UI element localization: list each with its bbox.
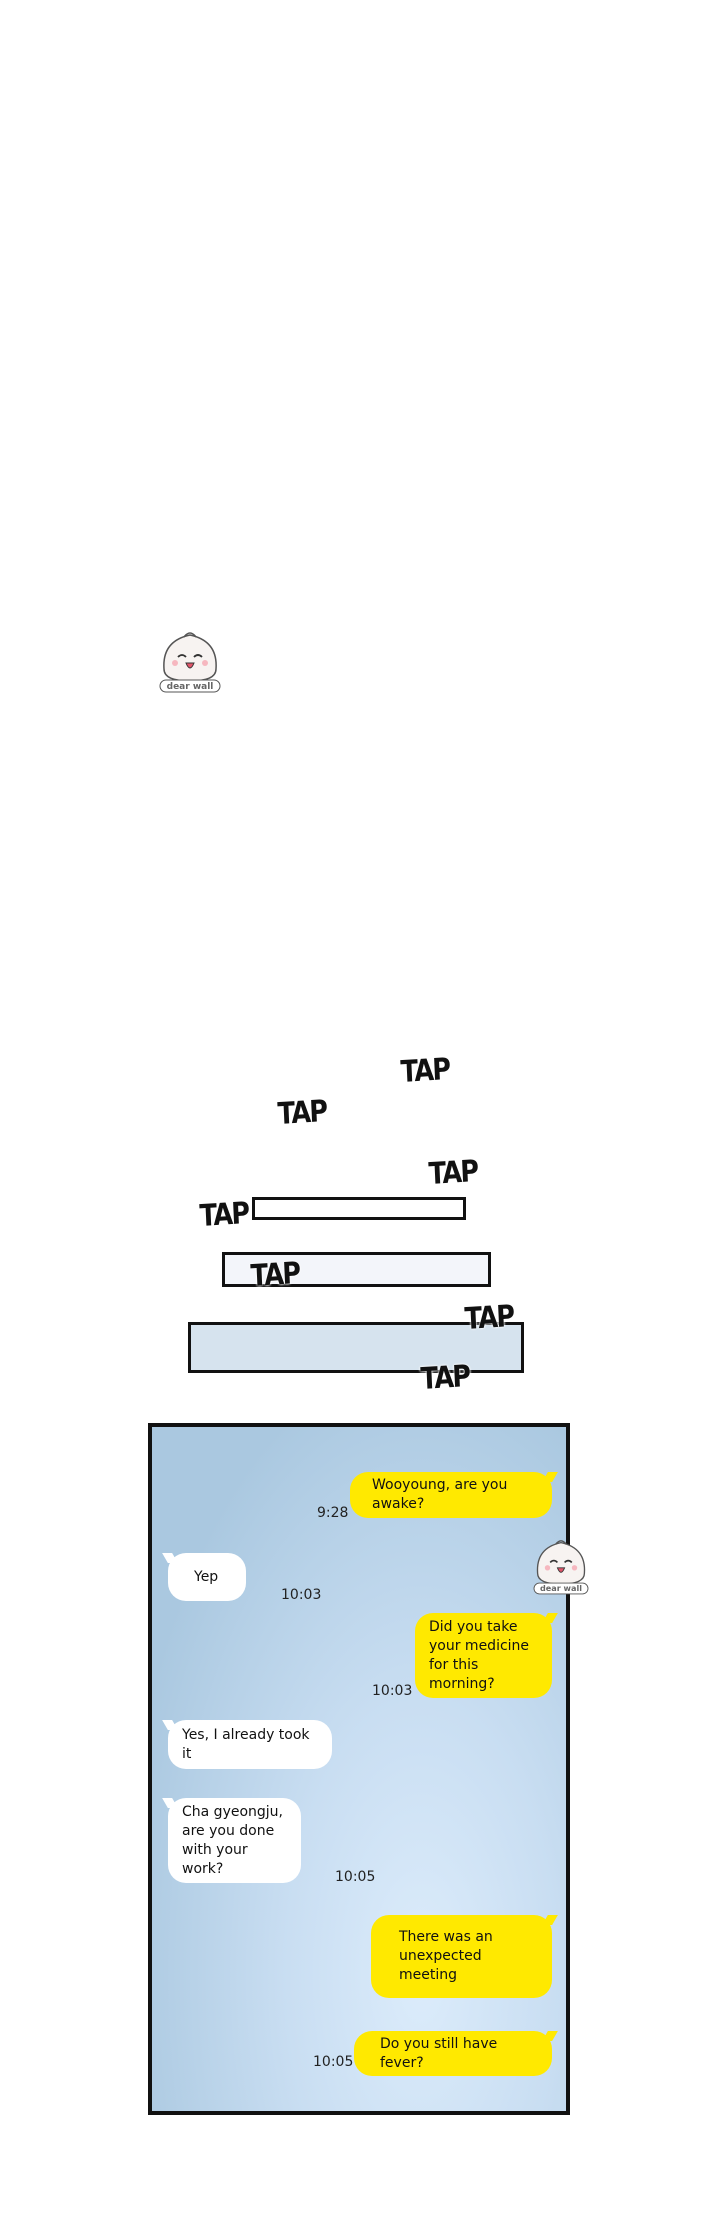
- message-text: Yep: [194, 1568, 219, 1585]
- tap-sound-effect: TAP: [276, 1094, 328, 1132]
- message-bubble-sent: Did you take your medicine for this morn…: [415, 1613, 552, 1698]
- svg-text:dear wall: dear wall: [167, 682, 214, 692]
- bun-mascot-icon: dear wall: [533, 1540, 589, 1595]
- message-text: Cha gyeongju, are you done with your wor…: [182, 1803, 284, 1877]
- message-bubble-received: Yes, I already took it: [168, 1720, 332, 1769]
- chat-panel: Wooyoung, are you awake? 9:28 Yep 10:03 …: [148, 1423, 570, 2115]
- svg-text:dear wall: dear wall: [540, 1583, 582, 1593]
- tap-sound-effect: TAP: [198, 1196, 250, 1234]
- message-time: 10:03: [281, 1587, 322, 1603]
- tap-sound-effect: TAP: [419, 1359, 471, 1397]
- message-time: 10:05: [335, 1869, 376, 1885]
- message-time: 9:28: [317, 1505, 349, 1521]
- tap-sound-effect: TAP: [399, 1052, 451, 1090]
- tap-sound-effect: TAP: [249, 1256, 301, 1294]
- message-bubble-received: Yep: [168, 1553, 246, 1601]
- message-text: Yes, I already took it: [182, 1726, 310, 1762]
- message-bubble-sent: There was an unexpected meeting: [371, 1915, 552, 1998]
- typing-bar-small: [252, 1197, 466, 1220]
- message-bubble-sent: Wooyoung, are you awake?: [350, 1472, 552, 1518]
- message-text: Do you still have fever?: [380, 2035, 498, 2071]
- message-text: There was an unexpected meeting: [399, 1929, 493, 1983]
- tap-sound-effect: TAP: [463, 1299, 515, 1337]
- message-time: 10:05: [313, 2054, 354, 2070]
- typing-bar-large: [188, 1322, 524, 1373]
- typing-bar-medium: [222, 1252, 491, 1287]
- message-bubble-sent: Do you still have fever?: [354, 2031, 552, 2076]
- bun-mascot-icon: dear wall: [159, 632, 221, 693]
- tap-sound-effect: TAP: [427, 1154, 479, 1192]
- message-bubble-received: Cha gyeongju, are you done with your wor…: [168, 1798, 301, 1883]
- message-time: 10:03: [372, 1683, 413, 1699]
- message-text: Did you take your medicine for this morn…: [429, 1618, 530, 1692]
- message-text: Wooyoung, are you awake?: [372, 1477, 508, 1512]
